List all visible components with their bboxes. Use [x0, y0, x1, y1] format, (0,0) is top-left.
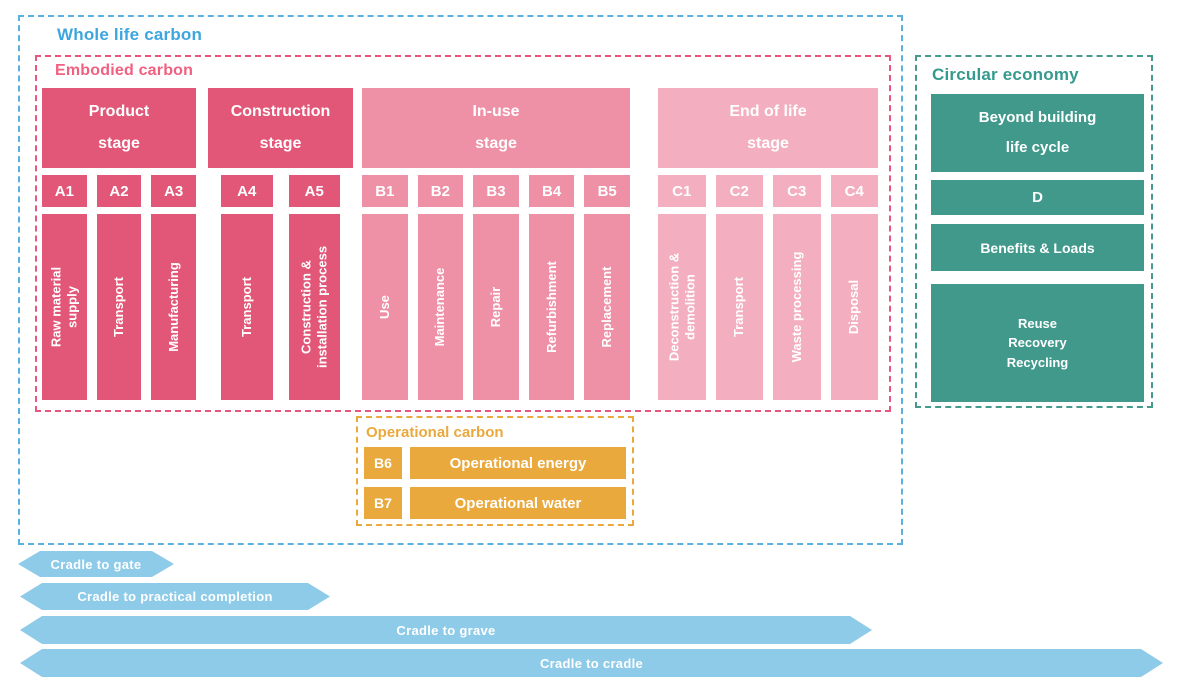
reuse-recovery-recycling-block: Reuse Recovery Recycling — [931, 284, 1144, 402]
module-column-c1: C1 Deconstruction & demolition — [658, 175, 706, 400]
end-of-life-stage-columns: C1 Deconstruction & demolition C2 Transp… — [658, 175, 878, 400]
module-label-c4: Disposal — [846, 279, 862, 335]
module-code-c1: C1 — [658, 175, 706, 207]
circular-economy-box: Circular economy Beyond building life cy… — [915, 55, 1153, 408]
product-stage-group: Product stage A1 Raw material supply A2 … — [42, 88, 197, 400]
module-code-b7: B7 — [364, 487, 402, 519]
module-bar-c4: Disposal — [830, 214, 878, 400]
module-column-b2: B2 Maintenance — [417, 175, 464, 400]
module-code-b3: B3 — [473, 175, 519, 207]
module-label-a1: Raw material supply — [48, 266, 80, 348]
module-label-c1: Deconstruction & demolition — [666, 252, 697, 362]
module-label-a2: Transport — [111, 277, 127, 337]
module-column-c2: C2 Transport — [715, 175, 763, 400]
module-column-c3: C3 Waste processing — [773, 175, 821, 400]
module-label-b4: Refurbishment — [543, 261, 559, 353]
module-bar-b1: Use — [362, 214, 408, 400]
operational-carbon-box: Operational carbon B6 Operational energy… — [356, 416, 634, 526]
product-stage-columns: A1 Raw material supply A2 Transport A3 M… — [42, 175, 197, 400]
cradle-to-grave-arrow: Cradle to grave — [20, 616, 872, 644]
construction-stage-label: Construction stage — [230, 103, 331, 152]
module-code-c4: C4 — [830, 175, 878, 207]
product-stage-label: Product stage — [88, 103, 150, 152]
module-label-b3: Repair — [488, 286, 504, 328]
module-code-b5: B5 — [584, 175, 630, 207]
module-label-b1: Use — [377, 295, 392, 319]
module-code-c3: C3 — [773, 175, 821, 207]
in-use-stage-header: In-use stage — [362, 88, 630, 168]
module-bar-c2: Transport — [715, 214, 763, 400]
module-bar-a3: Manufacturing — [151, 214, 197, 400]
cradle-to-practical-completion-arrow: Cradle to practical completion — [20, 583, 330, 610]
module-code-b2: B2 — [417, 175, 464, 207]
module-column-b1: B1 Use — [362, 175, 408, 400]
module-column-a4: A4 Transport — [221, 175, 273, 400]
embodied-carbon-title: Embodied carbon — [55, 62, 194, 79]
construction-stage-columns: A4 Transport A5 Construction & installat… — [208, 175, 353, 400]
cradle-to-practical-completion-label: Cradle to practical completion — [77, 589, 273, 604]
in-use-stage-group: In-use stage B1 Use B2 Maintenance B3 Re… — [362, 88, 630, 400]
operational-water-bar: Operational water — [410, 487, 626, 519]
operational-carbon-title: Operational carbon — [366, 424, 504, 441]
module-label-b5: Replacement — [599, 266, 615, 348]
module-code-c2: C2 — [715, 175, 763, 207]
module-code-a3: A3 — [151, 175, 197, 207]
whole-life-carbon-title: Whole life carbon — [57, 25, 203, 44]
embodied-carbon-box — [35, 55, 891, 412]
module-column-b3: B3 Repair — [473, 175, 519, 400]
whole-life-carbon-box — [18, 15, 903, 545]
cradle-to-cradle-arrow: Cradle to cradle — [20, 649, 1163, 677]
module-bar-c3: Waste processing — [773, 214, 821, 400]
module-bar-a5: Construction & installation process — [288, 214, 340, 400]
module-code-b6: B6 — [364, 447, 402, 479]
module-d-block: D — [931, 180, 1144, 215]
module-bar-b4: Refurbishment — [528, 214, 575, 400]
construction-stage-group: Construction stage A4 Transport A5 Const… — [208, 88, 353, 400]
module-code-b4: B4 — [528, 175, 575, 207]
end-of-life-stage-label: End of life stage — [729, 103, 807, 152]
module-column-b5: B5 Replacement — [584, 175, 630, 400]
cradle-to-gate-arrow: Cradle to gate — [18, 551, 174, 577]
module-label-c3: Waste processing — [788, 251, 804, 363]
module-bar-a4: Transport — [221, 214, 273, 400]
module-bar-b2: Maintenance — [417, 214, 464, 400]
module-code-a2: A2 — [96, 175, 142, 207]
beyond-building-life-cycle-block: Beyond building life cycle — [931, 94, 1144, 172]
module-bar-a1: Raw material supply — [42, 214, 87, 400]
end-of-life-stage-group: End of life stage C1 Deconstruction & de… — [658, 88, 878, 400]
cradle-to-cradle-label: Cradle to cradle — [539, 655, 644, 671]
end-of-life-stage-header: End of life stage — [658, 88, 878, 168]
circular-economy-title: Circular economy — [932, 65, 1079, 84]
benefits-and-loads-block: Benefits & Loads — [931, 224, 1144, 271]
operational-energy-bar: Operational energy — [410, 447, 626, 479]
operational-energy-row: B6 Operational energy — [364, 447, 626, 479]
in-use-stage-columns: B1 Use B2 Maintenance B3 Repair B4 — [362, 175, 630, 400]
cradle-to-grave-label: Cradle to grave — [396, 622, 496, 638]
module-code-b1: B1 — [362, 175, 408, 207]
product-stage-header: Product stage — [42, 88, 196, 168]
module-bar-c1: Deconstruction & demolition — [658, 214, 706, 400]
module-code-a5: A5 — [288, 175, 340, 207]
module-code-a4: A4 — [221, 175, 273, 207]
module-code-a1: A1 — [42, 175, 87, 207]
module-bar-b3: Repair — [473, 214, 519, 400]
module-column-c4: C4 Disposal — [830, 175, 878, 400]
module-column-a2: A2 Transport — [96, 175, 142, 400]
module-column-a1: A1 Raw material supply — [42, 175, 87, 400]
module-label-a3: Manufacturing — [165, 262, 181, 352]
module-bar-a2: Transport — [96, 214, 142, 400]
in-use-stage-label: In-use stage — [472, 103, 520, 152]
module-column-a3: A3 Manufacturing — [151, 175, 197, 400]
construction-stage-header: Construction stage — [208, 88, 353, 168]
operational-water-row: B7 Operational water — [364, 487, 626, 519]
module-label-a4: Transport — [238, 277, 254, 337]
cradle-to-gate-label: Cradle to gate — [50, 556, 142, 572]
module-label-a5: Construction & installation process — [298, 245, 330, 369]
module-column-b4: B4 Refurbishment — [528, 175, 575, 400]
module-bar-b5: Replacement — [584, 214, 630, 400]
module-column-a5: A5 Construction & installation process — [288, 175, 340, 400]
module-label-c2: Transport — [731, 277, 747, 337]
module-label-b2: Maintenance — [432, 267, 448, 347]
